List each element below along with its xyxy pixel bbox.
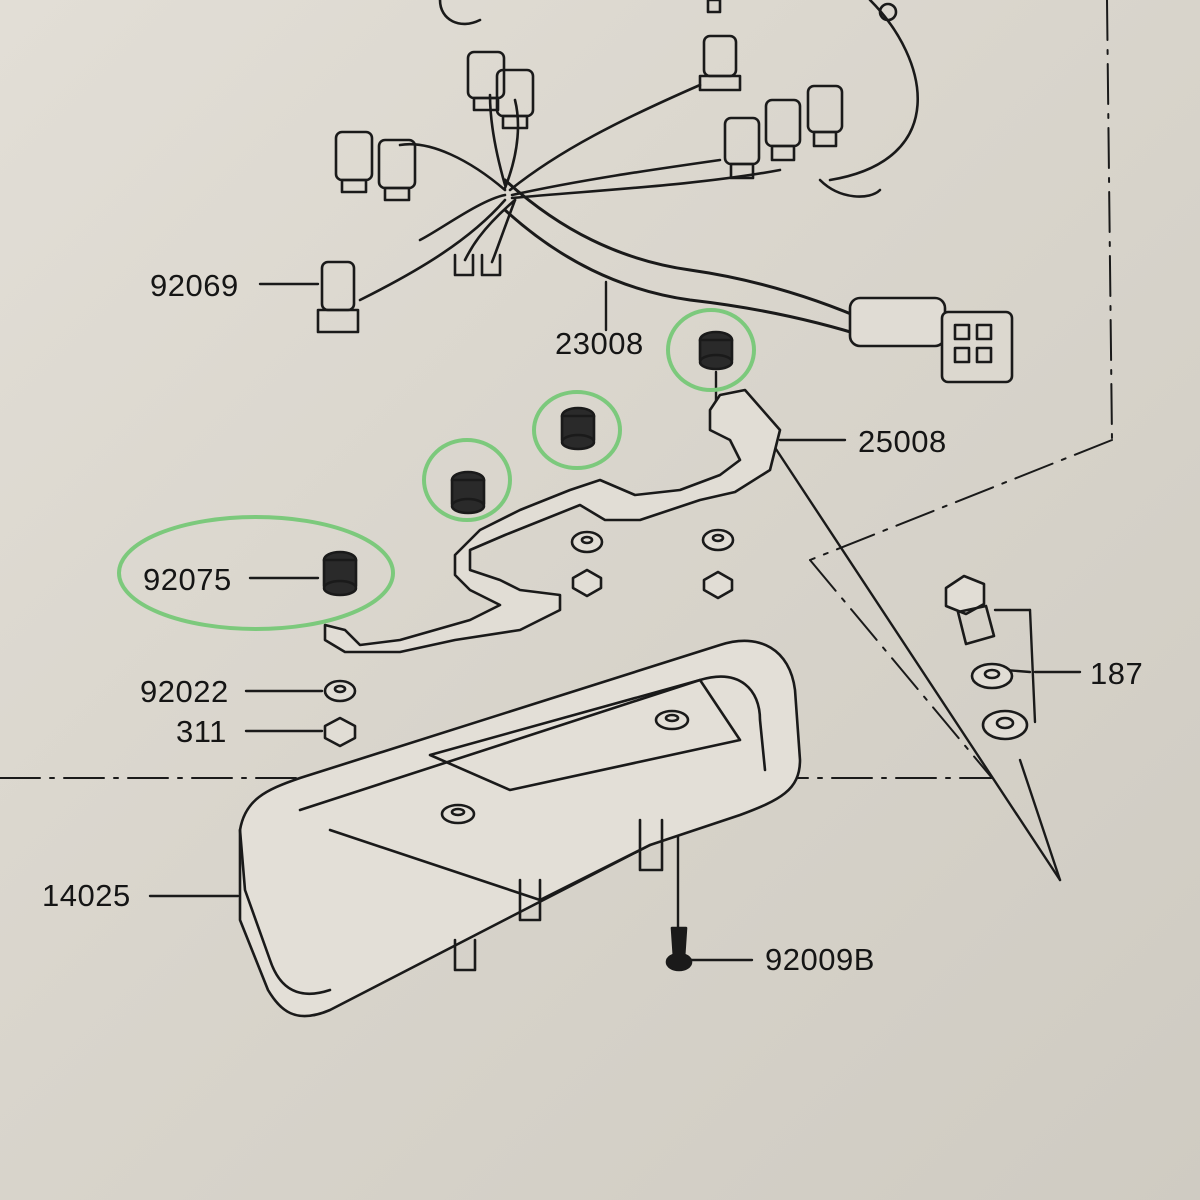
label-311: 311 (176, 714, 227, 749)
label-187: 187 (1090, 656, 1144, 691)
connector-icon (940, 310, 1014, 384)
meter-cover (238, 639, 802, 1018)
label-92075: 92075 (143, 562, 232, 597)
label-92022: 92022 (140, 674, 229, 709)
mounting-bracket (323, 388, 782, 654)
grommet-icon (322, 330, 734, 597)
label-23008: 23008 (555, 326, 644, 361)
label-92069: 92069 (150, 268, 239, 303)
section-boundary (0, 0, 1113, 779)
highlight-circles (117, 308, 756, 631)
wiring-harness (358, 0, 1014, 384)
screw-icon (665, 926, 693, 972)
label-92009b: 92009B (765, 942, 875, 977)
bolt-icon (944, 574, 996, 646)
bulb-socket-icon (316, 0, 898, 334)
washer-nut-icon (323, 528, 1029, 748)
label-14025: 14025 (42, 878, 131, 913)
label-25008: 25008 (858, 424, 947, 459)
